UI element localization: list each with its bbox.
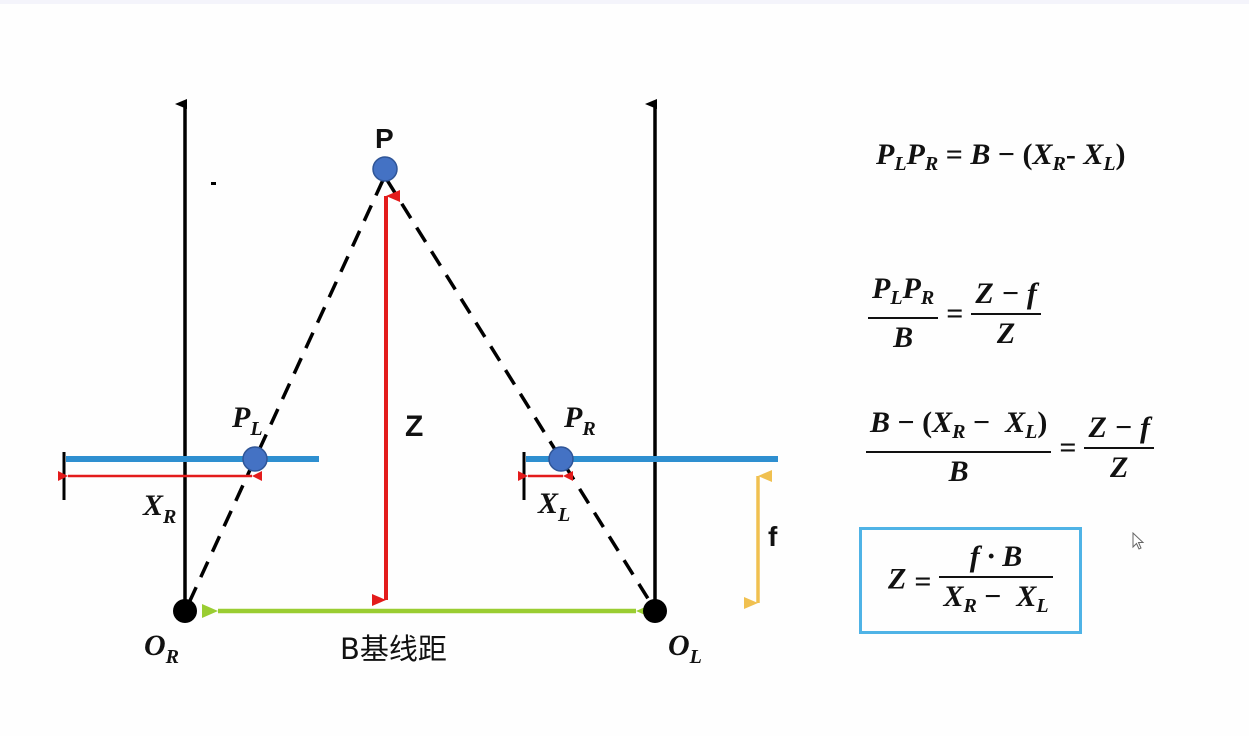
point-p [372, 156, 398, 182]
label-p: P [375, 123, 394, 154]
formula-plpr-definition: PLPR = B − (XR- XL) [876, 138, 1126, 175]
mouse-cursor-icon [1132, 532, 1145, 550]
label-f: f [768, 521, 778, 552]
formula-similar-triangles: PLPR B = Z − f Z [868, 270, 1041, 357]
label-z: Z [405, 410, 423, 443]
label-baseline: B基线距 [340, 632, 447, 666]
label-pl: PL [231, 401, 263, 440]
label-pr: PR [563, 401, 596, 440]
optical-center-ol [643, 599, 667, 623]
stray-mark [211, 182, 216, 185]
label-ol: OL [668, 629, 702, 668]
point-pr [548, 446, 574, 472]
point-pl [242, 446, 268, 472]
label-xl: XL [537, 487, 570, 526]
label-xr: XR [142, 489, 176, 528]
formula-substituted: B − (XR − XL) B = Z − f Z [866, 404, 1154, 491]
label-or: OR [144, 629, 179, 668]
top-band [0, 0, 1249, 4]
formula-depth-result: Z= f · B XR − XL [859, 527, 1082, 634]
ray-p-to-or [186, 179, 385, 606]
ray-p-to-ol [385, 179, 654, 606]
optical-center-or [173, 599, 197, 623]
